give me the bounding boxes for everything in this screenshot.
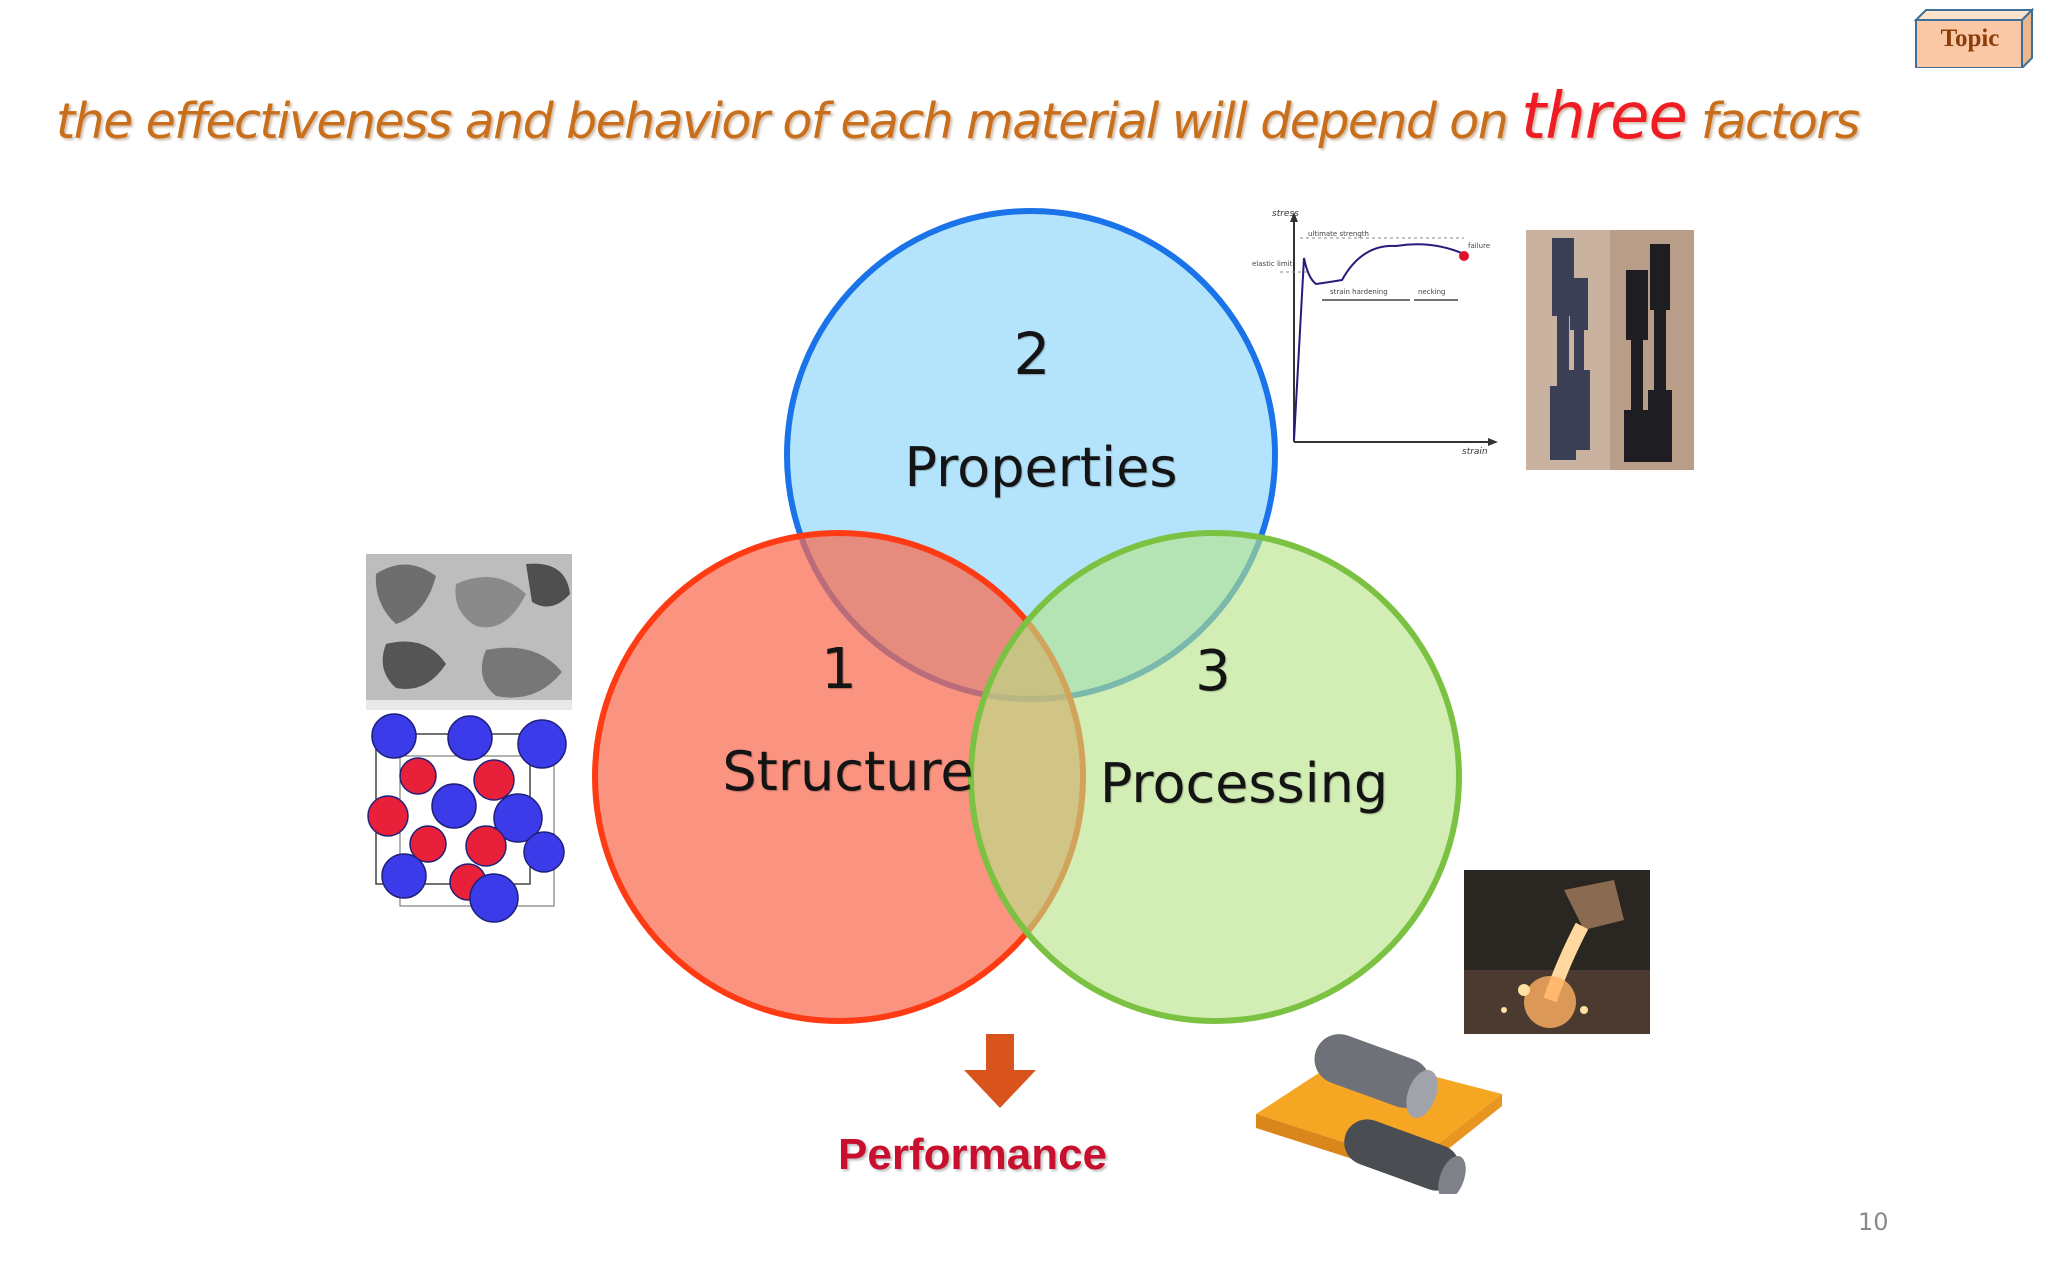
casting-photo — [1464, 870, 1650, 1034]
slide-title: the effectiveness and behavior of each m… — [56, 80, 2036, 154]
graph-hardening-label: strain hardening — [1330, 288, 1388, 296]
down-arrow-icon — [964, 1034, 1036, 1108]
graph-y-label: stress — [1272, 209, 1299, 219]
performance-label: Performance — [838, 1130, 1108, 1179]
graph-elastic-label: elastic limit — [1252, 260, 1293, 268]
micrograph-image — [366, 554, 572, 710]
page-number: 10 — [1858, 1208, 1889, 1236]
rolling-mill-image — [1256, 1034, 1502, 1194]
stress-strain-graph: stress strain ultimate strength elastic … — [1252, 209, 1498, 457]
title-accent: three — [1521, 80, 1688, 154]
properties-number: 2 — [1014, 320, 1051, 388]
properties-label: Properties — [905, 436, 1178, 499]
processing-circle — [968, 530, 1462, 1024]
processing-label: Processing — [1100, 752, 1388, 815]
structure-label: Structure — [722, 740, 973, 803]
processing-number: 3 — [1195, 639, 1231, 704]
graph-necking-label: necking — [1418, 288, 1445, 296]
tensile-specimens-photo — [1526, 230, 1694, 470]
topic-button[interactable]: Topic — [1912, 8, 2034, 68]
topic-button-label: Topic — [1940, 25, 2000, 52]
structure-number: 1 — [821, 637, 857, 702]
graph-ultimate-label: ultimate strength — [1308, 230, 1369, 238]
crystal-structure-image — [367, 713, 567, 923]
title-prefix: the effectiveness and behavior of each m… — [56, 93, 1509, 150]
graph-failure-label: failure — [1468, 242, 1490, 250]
graph-x-label: strain — [1462, 447, 1488, 457]
topic-button-shape — [1913, 8, 2034, 68]
title-suffix: factors — [1700, 93, 1860, 150]
